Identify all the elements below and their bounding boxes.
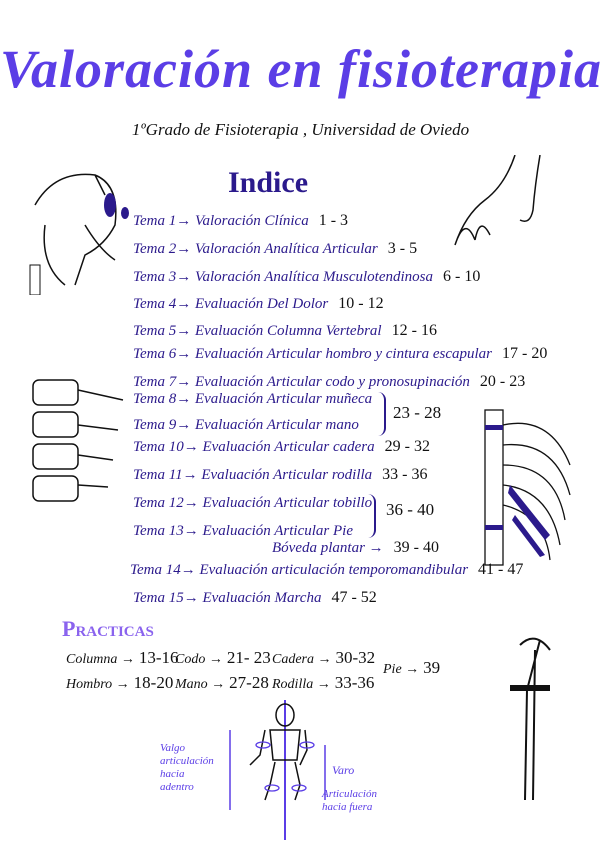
topic-row: Tema 8→ Evaluación Articular muñeca <box>133 390 382 408</box>
brace <box>378 392 386 436</box>
topic-label: Tema 7→ Evaluación Articular codo y pron… <box>133 374 470 390</box>
spine-illustration <box>32 379 124 502</box>
topic-pages: 47 - 52 <box>331 589 377 606</box>
topic-label: Tema 2→ Valoración Analítica Articular <box>133 241 378 257</box>
varo-note: Articulación hacia fuera <box>322 788 377 813</box>
topic-label: Tema 8→ Evaluación Articular muñeca <box>133 391 373 407</box>
subtitle: 1ºGrado de Fisioterapia , Universidad de… <box>131 120 470 139</box>
practica-pages: 18-20 <box>133 673 174 692</box>
practica-pages: 21- 23 <box>226 648 271 667</box>
practica-label: Mano → <box>175 677 226 692</box>
topic-row: Tema 9→ Evaluación Articular mano <box>133 416 369 434</box>
practica-label: Columna → <box>66 652 135 667</box>
topic-pages: 3 - 5 <box>387 240 418 257</box>
topic-pages: 20 - 23 <box>479 373 526 390</box>
practica-item: Rodilla →33-36 <box>272 673 374 693</box>
topic-row: Tema 15→ Evaluación Marcha 47 - 52 <box>133 589 377 607</box>
topic-pages: 39 - 40 <box>393 539 439 556</box>
topic-pages: 1 - 3 <box>318 212 349 229</box>
topic-label: Tema 12→ Evaluación Articular tobillo <box>133 495 373 511</box>
topic-pages: 10 - 12 <box>338 295 384 312</box>
pelvis-illustration <box>29 173 129 295</box>
topic-row: Bóveda plantar → 39 - 40 <box>272 539 439 557</box>
topic-row: Tema 11→ Evaluación Articular rodilla 33 … <box>133 466 428 484</box>
group-pages: 36 - 40 <box>386 500 435 519</box>
topic-row: Tema 4→ Evaluación Del Dolor 10 - 12 <box>133 295 384 313</box>
topic-pages: 29 - 32 <box>384 438 430 455</box>
page-title: Valoración en fisioterapia <box>0 39 601 99</box>
ribcage-illustration <box>484 409 571 566</box>
topic-row: Tema 5→ Evaluación Columna Vertebral 12 -… <box>133 322 437 340</box>
topic-row: Tema 1→ Valoración Clínica 1 - 3 <box>133 212 348 230</box>
practica-label: Pie → <box>383 662 420 677</box>
practica-item: Mano →27-28 <box>175 673 269 693</box>
practicas-heading: Practicas <box>62 616 154 641</box>
practica-label: Codo → <box>175 652 223 667</box>
practica-pages: 30-32 <box>335 648 376 667</box>
topic-label: Tema 11→ Evaluación Articular rodilla <box>133 467 373 483</box>
practica-item: Pie →39 <box>383 658 440 678</box>
topic-label: Tema 5→ Evaluación Columna Vertebral <box>133 323 382 339</box>
topic-label: Tema 15→ Evaluación Marcha <box>133 590 322 606</box>
topic-pages: 33 - 36 <box>382 466 428 483</box>
varo-label: Varo <box>332 763 355 777</box>
topic-label: Tema 6→ Evaluación Articular hombro y ci… <box>133 346 493 362</box>
topic-row: Tema 13→ Evaluación Articular Pie <box>133 522 363 540</box>
topic-label: Tema 1→ Valoración Clínica <box>133 213 309 229</box>
topic-label: Bóveda plantar → <box>272 540 384 556</box>
practica-item: Cadera →30-32 <box>272 648 375 668</box>
topic-row: Tema 2→ Valoración Analítica Articular 3 … <box>133 240 417 258</box>
topic-label: Tema 3→ Valoración Analítica Musculotend… <box>133 269 433 285</box>
practica-item: Columna →13-16 <box>66 648 179 668</box>
skeleton-illustration <box>229 700 326 840</box>
practica-item: Codo →21- 23 <box>175 648 271 668</box>
topic-row: Tema 10→ Evaluación Articular cadera 29 -… <box>133 438 430 456</box>
crutch-illustration <box>510 637 551 801</box>
valgo-note: Valgo articulación hacia adentro <box>160 742 214 793</box>
brace <box>368 494 376 538</box>
topic-pages: 12 - 16 <box>391 322 437 339</box>
topic-label: Tema 9→ Evaluación Articular mano <box>133 417 359 433</box>
topic-row: Tema 3→ Valoración Analítica Musculotend… <box>133 268 480 286</box>
topic-row: Tema 12→ Evaluación Articular tobillo <box>133 494 382 512</box>
topic-label: Tema 4→ Evaluación Del Dolor <box>133 296 329 312</box>
topic-label: Tema 10→ Evaluación Articular cadera <box>133 439 375 455</box>
topic-row: Tema 7→ Evaluación Articular codo y pron… <box>133 373 525 391</box>
topic-label: Tema 14→ Evaluación articulación temporo… <box>130 562 469 578</box>
topic-pages: 17 - 20 <box>502 345 548 362</box>
topic-pages: 6 - 10 <box>443 268 481 285</box>
index-heading: Indice <box>228 166 309 199</box>
practica-pages: 33-36 <box>334 673 375 692</box>
hand-illustration <box>454 155 541 246</box>
topic-row: Tema 6→ Evaluación Articular hombro y ci… <box>133 345 547 363</box>
practica-label: Rodilla → <box>272 677 331 692</box>
topic-label: Tema 13→ Evaluación Articular Pie <box>133 523 353 539</box>
group-pages: 23 - 28 <box>393 403 442 422</box>
practica-pages: 27-28 <box>229 673 269 692</box>
practica-item: Hombro →18-20 <box>66 673 173 693</box>
practica-pages: 13-16 <box>138 648 179 667</box>
practica-label: Cadera → <box>272 652 332 667</box>
practica-label: Hombro → <box>66 677 130 692</box>
practica-pages: 39 <box>423 658 441 677</box>
topic-row: Tema 14→ Evaluación articulación temporo… <box>130 561 523 579</box>
